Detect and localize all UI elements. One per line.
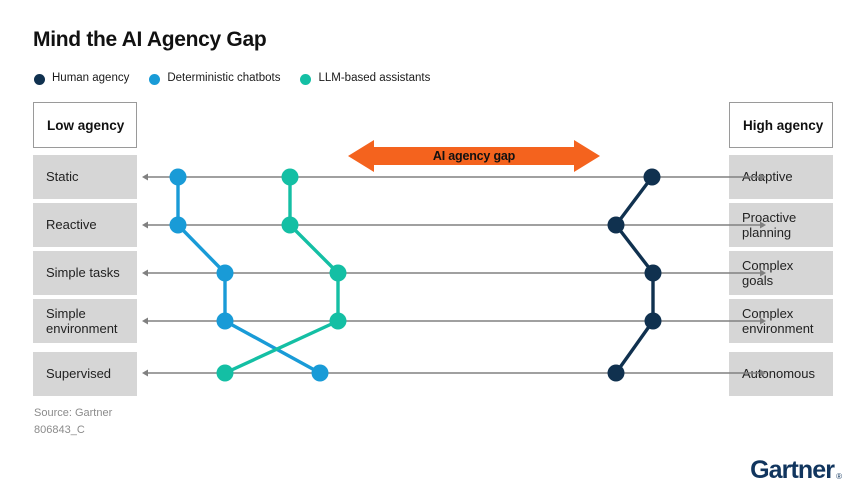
gap-arrow-shape [348,140,600,172]
row-label-left-simple-tasks: Simple tasks [33,251,137,295]
chart-legend: Human agency Deterministic chatbots LLM-… [34,72,430,86]
row-label-right-proactive-planning-text: Proactive planning [742,209,797,240]
point-deterministic-chatbots-supervised [311,364,329,382]
row-label-right-adaptive-text: Adaptive [742,169,793,185]
axis-cap-low-agency-label: Low agency [47,117,125,133]
row-label-left-supervised-text: Supervised [46,366,112,382]
axis-cap-high-agency-label: High agency [743,117,824,133]
legend-label-human-agency: Human agency [52,72,130,85]
point-llm-based-assistants-reactive [281,216,299,234]
series-line-deterministic-chatbots [176,175,322,375]
series-points-human-agency [607,168,662,382]
point-human-agency-simple-environment [644,312,662,330]
legend-item-deterministic-chatbots: Deterministic chatbots [149,73,280,85]
page-title: Mind the AI Agency Gap [33,28,267,51]
point-deterministic-chatbots-simple-tasks [216,264,234,282]
ai-agency-gap-arrow [348,139,600,173]
row-label-left-reactive: Reactive [33,203,137,247]
point-deterministic-chatbots-reactive [169,216,187,234]
point-llm-based-assistants-supervised [216,364,234,382]
gartner-logo-wordmark: Gartner [750,456,835,484]
point-llm-based-assistants-simple-tasks [329,264,347,282]
point-human-agency-static [643,168,661,186]
point-human-agency-reactive [607,216,625,234]
row-axes [142,173,766,377]
legend-item-llm-based-assistants: LLM-based assistants [300,73,430,85]
source-note: Source: Gartner 806843_C [34,405,112,439]
axis-cap-low-agency: Low agency [33,102,137,148]
point-llm-based-assistants-static [281,168,299,186]
source-code: 806843_C [34,424,85,437]
row-label-left-static: Static [33,155,137,199]
row-label-left-simple-environment: Simple environment [33,299,137,343]
registered-trademark-icon: ® [836,472,842,481]
series-points-deterministic-chatbots [169,168,329,382]
gartner-logo: Gartner ® [750,458,842,483]
row-label-right-complex-environment: Complex environment [729,299,833,343]
series-line-llm-based-assistants [223,175,340,375]
row-label-right-complex-goals-text: Complex goals [742,257,794,288]
source-text: Source: Gartner [34,407,113,419]
series-points-llm-based-assistants [216,168,347,382]
legend-swatch-deterministic-chatbots [149,73,161,85]
point-llm-based-assistants-simple-environment [329,312,347,330]
legend-swatch-human-agency [34,73,45,85]
point-deterministic-chatbots-simple-environment [216,312,234,330]
point-deterministic-chatbots-static [169,168,187,186]
legend-item-human-agency: Human agency [34,73,129,85]
row-label-left-simple-tasks-text: Simple tasks [46,265,120,281]
row-label-left-static-text: Static [46,169,79,185]
axis-cap-high-agency: High agency [729,102,833,148]
row-label-left-reactive-text: Reactive [46,217,97,233]
legend-swatch-llm-based-assistants [300,73,312,85]
point-human-agency-simple-tasks [644,264,662,282]
row-label-left-simple-environment-text: Simple environment [46,305,118,336]
row-label-left-supervised: Supervised [33,352,137,396]
legend-label-deterministic-chatbots: Deterministic chatbots [167,72,281,85]
legend-label-llm-based-assistants: LLM-based assistants [318,72,431,85]
point-human-agency-supervised [607,364,625,382]
row-label-right-complex-environment-text: Complex environment [742,305,814,336]
